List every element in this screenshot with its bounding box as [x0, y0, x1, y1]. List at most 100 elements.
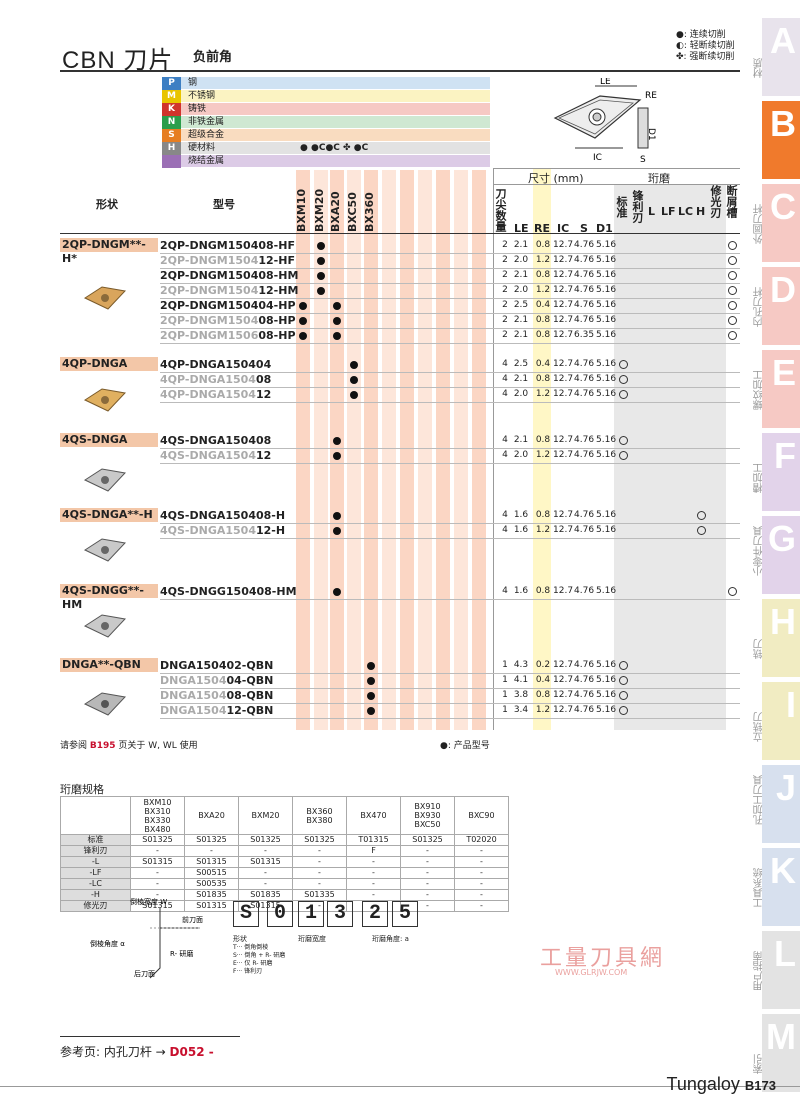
- cell-s: 4.76: [574, 359, 595, 369]
- availability-dot: [317, 257, 325, 265]
- cell-d1: 5.16: [596, 450, 617, 460]
- hard-symbols: ● ●C●C ✤ ●C: [300, 143, 369, 153]
- material-name: 超级合金: [188, 129, 225, 140]
- hone-cell: S01315: [184, 856, 239, 868]
- cell-re: 0.4: [535, 359, 551, 369]
- cell-s: 4.76: [574, 586, 595, 596]
- material-name: 硬材料: [188, 142, 216, 153]
- material-name: 非铁金属: [188, 116, 225, 127]
- insert-image-4qp: [83, 388, 127, 412]
- table-header-divider: [60, 233, 740, 234]
- cell-d1: 5.16: [596, 660, 617, 670]
- std-hone-mark: [619, 691, 628, 700]
- hone-cell: S00535: [184, 878, 239, 890]
- cell-tips: 4: [502, 450, 508, 460]
- grade-bxa20: BXA20: [329, 191, 342, 232]
- insert-image-dnga-qbn: [83, 692, 127, 716]
- tab-label: 铣刀: [754, 639, 765, 659]
- s-label: S: [640, 155, 646, 165]
- hone-cell: F: [346, 845, 401, 857]
- insert-geometry-diagram: LE RE IC D1 S: [553, 78, 657, 165]
- hone-cell: -: [346, 856, 401, 868]
- tab-letter: E: [771, 352, 796, 393]
- cell-ic: 12.7: [553, 690, 574, 700]
- cell-d1: 5.16: [596, 690, 617, 700]
- hone-cell: T01315: [346, 834, 401, 846]
- availability-dot: [333, 512, 341, 520]
- tab-label: 内孔刀杆: [754, 287, 765, 327]
- code-char: 5: [392, 901, 418, 927]
- page-title: CBN 刀片: [62, 47, 174, 74]
- insert-image-4qs-hm: [83, 614, 127, 638]
- s-header: S: [580, 222, 588, 235]
- cell-d1: 5.16: [596, 285, 617, 295]
- product-code: DNGA150408-QBN: [160, 689, 274, 702]
- availability-dot: [350, 376, 358, 384]
- cell-tips: 1: [502, 705, 508, 715]
- cell-re: 0.8: [535, 315, 551, 325]
- product-code: 2QP-DNGM150412-HF: [160, 254, 295, 267]
- availability-dot: [367, 677, 375, 685]
- cell-re: 0.8: [535, 510, 551, 520]
- hone-cell: S01335: [292, 889, 347, 901]
- cell-tips: 2: [502, 240, 508, 250]
- cell-s: 4.76: [574, 315, 595, 325]
- h-header: H: [696, 205, 706, 218]
- std-hone-mark: [619, 661, 628, 670]
- re-column-highlight: [533, 168, 551, 730]
- breaker-mark: [728, 256, 737, 265]
- breaker-mark: [728, 241, 737, 250]
- hone-cell: -: [454, 900, 509, 912]
- product-code: 4QS-DNGG150408-HM: [160, 585, 297, 598]
- hone-cell: S01315: [238, 900, 293, 912]
- availability-dot: [317, 272, 325, 280]
- cell-s: 4.76: [574, 705, 595, 715]
- availability-dot: [367, 662, 375, 670]
- cell-re: 0.2: [535, 660, 551, 670]
- cell-ic: 12.7: [553, 510, 574, 520]
- product-code: 2QP-DNGM150404-HP: [160, 299, 296, 312]
- re-header: RE: [534, 222, 550, 235]
- cell-le: 2.0: [513, 255, 529, 265]
- hone-cell: T02020: [454, 834, 509, 846]
- cell-d1: 5.16: [596, 525, 617, 535]
- hone-cell: S01325: [238, 834, 293, 846]
- hone-cell: -: [400, 878, 455, 890]
- grade-bxm10: BXM10: [295, 188, 308, 232]
- cell-s: 4.76: [574, 240, 595, 250]
- cell-s: 4.76: [574, 450, 595, 460]
- product-code: DNGA150412-QBN: [160, 704, 274, 717]
- cell-re: 1.2: [535, 450, 551, 460]
- tab-label: 槽加工: [754, 463, 765, 493]
- cell-tips: 2: [502, 285, 508, 295]
- note-product: ●: 产品型号: [440, 741, 490, 751]
- product-code: 4QS-DNGA150408-H: [160, 509, 286, 522]
- cell-tips: 2: [502, 255, 508, 265]
- hone-cell: -: [292, 878, 347, 890]
- breaker-mark: [728, 301, 737, 310]
- cell-s: 4.76: [574, 525, 595, 535]
- grade-bxc50: BXC50: [346, 192, 359, 232]
- le-header: LE: [514, 222, 529, 235]
- re-label: RE: [645, 91, 657, 101]
- h-hone-mark: [697, 526, 706, 535]
- cell-tips: 1: [502, 660, 508, 670]
- hone-cell: S01835: [238, 889, 293, 901]
- cell-le: 2.1: [513, 240, 529, 250]
- grade-column: [418, 170, 432, 730]
